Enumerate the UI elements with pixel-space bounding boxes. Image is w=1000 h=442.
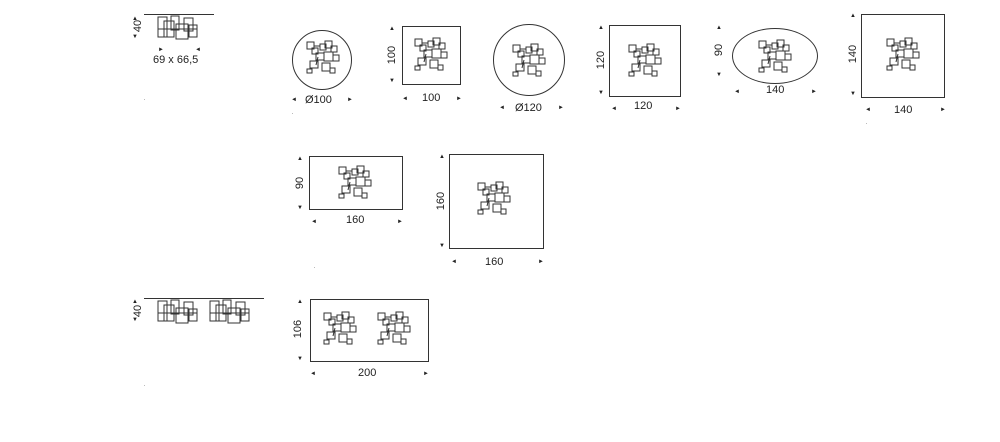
arrow-left-icon: ◄ xyxy=(499,105,505,111)
glass-top-line xyxy=(144,298,264,299)
arrow-left-icon: ◄ xyxy=(402,96,408,102)
arrow-left-icon: ◄ xyxy=(611,106,617,112)
arrow-up-icon: ▲ xyxy=(389,26,395,32)
arrow-up-icon: ▲ xyxy=(439,154,445,160)
side-view-double: ▲ ▼ 40 xyxy=(128,293,268,333)
base-motif-icon xyxy=(477,181,511,215)
height-label: 140 xyxy=(847,44,859,64)
arrow-up-icon: ▲ xyxy=(598,25,604,31)
width-label: Ø100 xyxy=(305,94,332,106)
top-round-120: ◄ Ø120 ► xyxy=(488,20,568,115)
base-motif-icon xyxy=(886,37,920,71)
top-square-140: ▲ 140 ▼ ◄ 140 ► xyxy=(845,10,950,118)
round-top-outline xyxy=(493,24,565,96)
arrow-right-icon: ► xyxy=(811,89,817,95)
arrow-left-icon: ◄ xyxy=(734,89,740,95)
arrow-right-icon: ► xyxy=(538,259,544,265)
speck xyxy=(292,113,293,114)
arrow-down-icon: ▼ xyxy=(439,243,445,249)
arrow-down-icon: ▼ xyxy=(598,90,604,96)
arrow-left-icon: ◄ xyxy=(310,371,316,377)
base-side-icon xyxy=(157,299,198,324)
base-motif-icon xyxy=(758,39,792,73)
top-square-100: ▲ 100 ▼ ◄ 100 ► xyxy=(382,22,467,107)
arrow-down-icon: ▼ xyxy=(850,91,856,97)
speck xyxy=(144,385,145,386)
arrow-down-icon: ▼ xyxy=(297,356,303,362)
arrow-down-icon: ▼ xyxy=(132,317,138,323)
top-square-120: ▲ 120 ▼ ◄ 120 ► xyxy=(592,20,684,115)
top-round-100: ◄ Ø100 ► xyxy=(285,25,365,110)
base-motif-icon xyxy=(377,311,411,345)
arrow-left-icon: ◄ xyxy=(865,107,871,113)
width-label: 140 xyxy=(766,84,785,96)
arrow-down-icon: ▼ xyxy=(132,34,138,40)
arrow-right-icon: ► xyxy=(558,105,564,111)
rect-top-outline xyxy=(310,299,429,362)
base-motif-icon xyxy=(306,40,340,74)
speck xyxy=(866,123,867,124)
base-motif-icon xyxy=(628,43,662,77)
arrow-right-icon: ► xyxy=(423,371,429,377)
base-motif-icon xyxy=(338,165,372,199)
top-rect-160x90: ▲ 90 ▼ ◄ 160 ► xyxy=(290,152,410,232)
arrow-up-icon: ▲ xyxy=(716,25,722,31)
base-size-label: 69 x 66,5 xyxy=(153,54,199,66)
width-label: 200 xyxy=(358,367,377,379)
height-label: 90 xyxy=(294,176,306,190)
oval-top-outline xyxy=(732,28,818,84)
arrow-up-icon: ▲ xyxy=(850,13,856,19)
arrow-right-icon: ► xyxy=(397,219,403,225)
square-top-outline xyxy=(609,25,681,97)
top-square-160: ▲ 160 ▼ ◄ 160 ► xyxy=(432,150,552,270)
arrow-left-icon: ◄ xyxy=(195,47,201,53)
arrow-up-icon: ▲ xyxy=(297,156,303,162)
base-motif-icon xyxy=(414,37,448,71)
width-label: Ø120 xyxy=(515,102,542,114)
glass-top-line xyxy=(144,14,214,15)
base-motif-icon xyxy=(323,311,357,345)
arrow-left-icon: ◄ xyxy=(451,259,457,265)
arrow-right-icon: ► xyxy=(940,107,946,113)
top-rect-200x106: ▲ 106 ▼ ◄ 200 ► xyxy=(290,295,440,383)
arrow-up-icon: ▲ xyxy=(132,299,138,305)
arrow-left-icon: ◄ xyxy=(291,97,297,103)
arrow-down-icon: ▼ xyxy=(389,78,395,84)
arrow-left-icon: ◄ xyxy=(311,219,317,225)
top-oval-140x90: ▲ 90 ▼ ◄ 140 ► xyxy=(710,22,820,102)
width-label: 160 xyxy=(346,214,365,226)
speck xyxy=(144,99,145,100)
arrow-up-icon: ▲ xyxy=(297,299,303,305)
arrow-down-icon: ▼ xyxy=(297,205,303,211)
arrow-right-icon: ► xyxy=(347,97,353,103)
arrow-up-icon: ▲ xyxy=(132,16,138,22)
speck xyxy=(314,267,315,268)
height-label: 100 xyxy=(386,45,398,65)
width-label: 140 xyxy=(894,104,913,116)
base-motif-icon xyxy=(512,43,546,77)
width-label: 160 xyxy=(485,256,504,268)
base-side-icon xyxy=(157,15,198,40)
height-label: 160 xyxy=(435,191,447,211)
height-label: 40 xyxy=(132,19,144,33)
height-label: 40 xyxy=(132,304,144,318)
side-view-single: ▲ ▼ 40 ► ◄ 69 x 66,5 xyxy=(128,10,223,70)
width-label: 120 xyxy=(634,100,653,112)
base-side-icon xyxy=(209,299,250,324)
arrow-right-icon: ► xyxy=(456,96,462,102)
arrow-down-icon: ▼ xyxy=(716,72,722,78)
arrow-right-icon: ► xyxy=(158,47,164,53)
height-label: 106 xyxy=(292,319,304,339)
height-label: 90 xyxy=(713,43,725,57)
width-label: 100 xyxy=(422,92,441,104)
height-label: 120 xyxy=(595,50,607,70)
arrow-right-icon: ► xyxy=(675,106,681,112)
square-top-outline xyxy=(861,14,945,98)
